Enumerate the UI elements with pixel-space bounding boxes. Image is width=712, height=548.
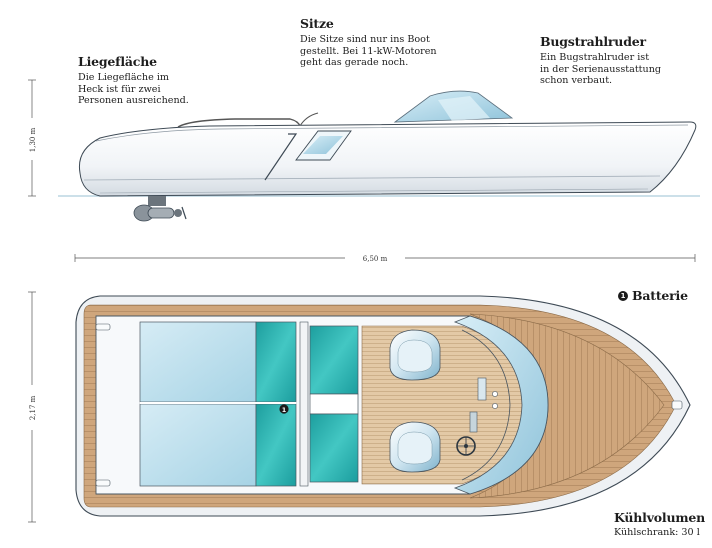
annotation-title: Bugstrahlruder [540,34,646,49]
annotation-sitze: Sitze Die Sitze sind nur ins Boot gestel… [300,16,437,69]
bench-middle [309,393,359,415]
stern-rail [177,118,301,128]
sunpad-light-upper [139,321,257,403]
width-label: 2,17 m [29,395,37,420]
height-label: 1,30 m [29,127,37,152]
annotation-title: Kühlvolumen [614,510,706,525]
drive-unit-icon [133,196,187,222]
annotation-liegeflaeche: Liegefläche Die Liegefläche im Heck ist … [78,54,189,107]
annotation-bugstrahlruder: Bugstrahlruder Ein Bugstrahlruder ist in… [540,34,661,87]
battery-marker: 1 [279,404,289,414]
top-view: 2,17 m 1 [28,291,691,523]
annotation-text-line: Die Liegefläche im [78,72,169,83]
width-dimension: 2,17 m [28,291,37,523]
annotation-title: Sitze [300,16,334,31]
hull-side [78,121,697,197]
annotation-kuehlvolumen: Kühlvolumen Kühlschrank: 30 l [614,510,705,539]
annotation-text-line: Personen ausreichend. [78,95,189,106]
steering-wheel-icon [456,436,476,456]
length-label: 6,50 m [363,255,388,263]
annotation-text-line: in der Serienausstattung [540,63,662,75]
annotation-text-line: Heck ist für zwei [78,83,161,95]
annotation-text-line: schon verbaut. [540,75,613,86]
sunpad-light-lower [139,403,257,487]
annotation-title: Batterie [632,288,688,303]
annotation-text-line: Die Sitze sind nur ins Boot [300,34,430,45]
bench-lower [309,413,359,483]
annotation-text-line: gestellt. Bei 11-kW-Motoren [300,45,437,57]
annotation-batterie: 1 Batterie [618,288,688,303]
annotation-text: Kühlschrank: 30 l [614,527,700,538]
battery-number-icon: 1 [618,290,628,301]
dashboard [453,315,549,495]
annotation-title: Liegefläche [78,54,157,69]
side-view: 1,30 m 6,50 m [28,79,700,263]
seat-lower [389,421,441,473]
sunpad-dark-upper [255,321,297,403]
height-dimension: 1,30 m [28,79,37,197]
engine-hatch [264,133,298,181]
svg-text:1: 1 [282,406,287,414]
sunpad-dark-lower [255,403,297,487]
length-dimension: 6,50 m [74,254,696,263]
annotation-text-line: Ein Bugstrahlruder ist [540,52,650,63]
seat-upper [389,329,441,381]
bench-upper [309,325,359,395]
bench-divider [299,321,309,487]
annotation-text-line: geht das gerade noch. [300,57,409,68]
